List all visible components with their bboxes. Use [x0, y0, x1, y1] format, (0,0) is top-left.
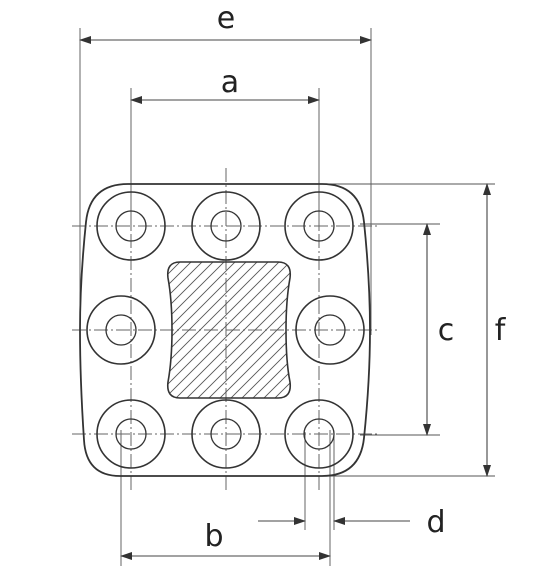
hatch-line: [167, 262, 291, 398]
hatch-line: [167, 262, 270, 398]
hatch-pattern: [167, 262, 291, 398]
hatch-line: [167, 262, 291, 398]
dimension-labels: e a c f d b: [204, 1, 506, 554]
hatch-line: [251, 262, 291, 398]
hatched-region-outline: [166, 261, 292, 399]
hatch-line: [240, 262, 291, 398]
hatch-line: [174, 262, 291, 398]
hatch-line: [167, 262, 237, 398]
hatch-line: [167, 262, 215, 398]
bolt-hole-middle-left: [86, 295, 156, 365]
bolt-hole-bottom-right: [284, 399, 354, 469]
bolt-hole-top-right: [284, 191, 354, 261]
hatch-line: [167, 262, 291, 398]
hatch-line: [167, 262, 291, 398]
hatch-line: [218, 262, 291, 398]
dimension-label-f: f: [495, 313, 507, 348]
bolt-holes: [86, 191, 365, 469]
plate-outline: [79, 183, 371, 477]
bolt-hole-middle-right: [295, 295, 365, 365]
hatch-line: [229, 262, 291, 398]
hatch-line: [167, 262, 248, 398]
dimension-label-a: a: [221, 65, 239, 100]
dimension-lines: [79, 36, 491, 560]
hatch-line: [167, 262, 204, 398]
hatch-line: [185, 262, 291, 398]
dimension-label-d: d: [426, 505, 445, 540]
bolt-hole-top-left: [96, 191, 166, 261]
bolt-hole-top-middle: [191, 191, 261, 261]
hatch-line: [167, 262, 281, 398]
hatch-line: [167, 262, 226, 398]
dimension-label-b: b: [204, 519, 223, 554]
dimension-label-e: e: [217, 1, 235, 36]
hatch-line: [167, 262, 259, 398]
center-lines: [72, 168, 380, 490]
hatched-center-region: [166, 261, 292, 399]
bolt-hole-bottom-middle: [191, 399, 261, 469]
extension-lines: [79, 28, 495, 566]
bolt-hole-bottom-left: [96, 399, 166, 469]
hatch-line: [196, 262, 291, 398]
dimension-label-c: c: [438, 313, 455, 348]
